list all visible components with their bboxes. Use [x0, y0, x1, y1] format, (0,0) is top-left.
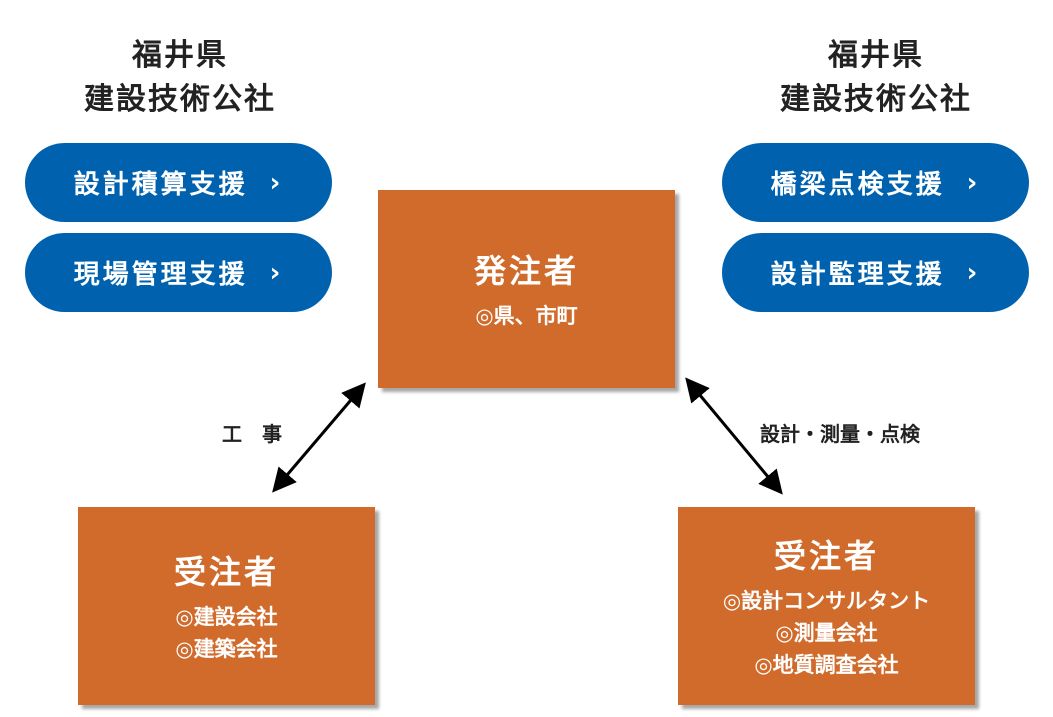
- chevron-right-icon: ›: [269, 167, 284, 198]
- org-line2: 建設技術公社: [780, 82, 972, 117]
- right-org-name: 福井県 建設技術公社: [726, 34, 1026, 122]
- org-line2: 建設技術公社: [84, 82, 276, 117]
- box-title: 受注者: [773, 537, 879, 575]
- contractor-construction-box: 受注者 ◎建設会社 ◎建築会社: [78, 507, 375, 705]
- chevron-right-icon: ›: [966, 167, 981, 198]
- box-title: 発注者: [473, 252, 579, 290]
- site-management-support-button[interactable]: 現場管理支援 ›: [25, 233, 332, 312]
- contractor-design-box: 受注者 ◎設計コンサルタント ◎測量会社 ◎地質調査会社: [678, 507, 975, 705]
- chevron-right-icon: ›: [966, 257, 981, 288]
- double-arrow-right: [685, 377, 783, 495]
- box-item: ◎建築会社: [175, 637, 278, 661]
- design-survey-inspection-label: 設計・測量・点検: [760, 422, 920, 446]
- box-item: ◎測量会社: [775, 621, 878, 645]
- double-arrow-left: [272, 382, 366, 493]
- box-item: ◎県、市町: [475, 304, 578, 328]
- design-supervision-support-button[interactable]: 設計監理支援 ›: [722, 233, 1029, 312]
- box-item: ◎設計コンサルタント: [722, 589, 931, 613]
- org-line1: 福井県: [828, 38, 924, 73]
- left-org-name: 福井県 建設技術公社: [30, 34, 330, 122]
- chevron-right-icon: ›: [269, 257, 284, 288]
- orderer-box: 発注者 ◎県、市町: [378, 190, 675, 388]
- button-label: 設計積算支援: [73, 170, 248, 200]
- box-title: 受注者: [173, 553, 279, 591]
- design-estimate-support-button[interactable]: 設計積算支援 ›: [25, 143, 332, 222]
- button-label: 現場管理支援: [73, 260, 248, 290]
- org-line1: 福井県: [132, 38, 228, 73]
- box-item: ◎建設会社: [175, 605, 278, 629]
- button-label: 設計監理支援: [770, 260, 945, 290]
- construction-label: 工 事: [222, 422, 282, 446]
- bridge-inspection-support-button[interactable]: 橋梁点検支援 ›: [722, 143, 1029, 222]
- button-label: 橋梁点検支援: [770, 170, 945, 200]
- box-item: ◎地質調査会社: [754, 653, 899, 677]
